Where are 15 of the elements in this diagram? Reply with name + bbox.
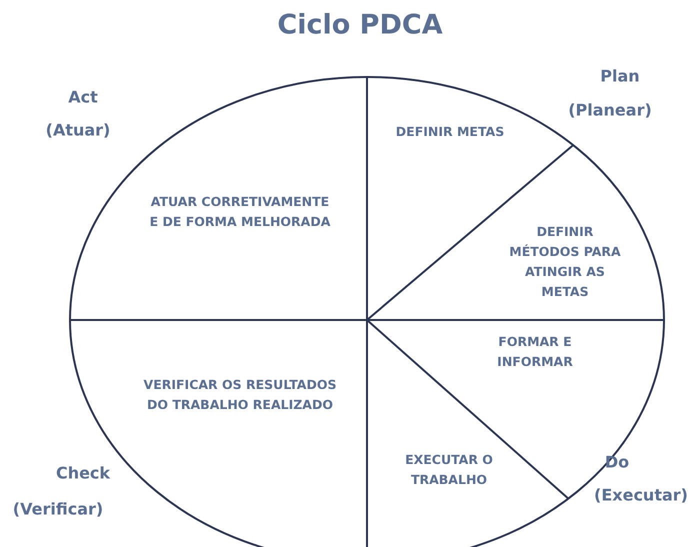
phase-translation: (Planear): [568, 100, 652, 120]
sector-label: FORMAR E INFORMAR: [470, 332, 600, 372]
sector-label: VERIFICAR OS RESULTADOS DO TRABALHO REALIZADO: [140, 375, 340, 415]
phase-name: Plan: [600, 66, 640, 86]
title: Ciclo PDCA: [277, 10, 443, 40]
sector-label: EXECUTAR O TRABALHO: [384, 450, 514, 490]
phase-translation: (Verificar): [12, 500, 104, 518]
sector-label: ATUAR CORRETIVAMENTE E DE FORMA MELHORADA: [145, 192, 335, 232]
sector-label: DEFINIR METAS: [375, 122, 525, 142]
phase-name: Check: [56, 464, 110, 482]
phase-name: Do: [604, 452, 630, 472]
phase-translation: (Executar): [594, 486, 688, 504]
sector-label: DEFINIR MÉTODOS PARA ATINGIR AS METAS: [505, 222, 625, 302]
phase-translation: (Atuar): [46, 120, 110, 140]
phase-name: Act: [68, 88, 98, 106]
